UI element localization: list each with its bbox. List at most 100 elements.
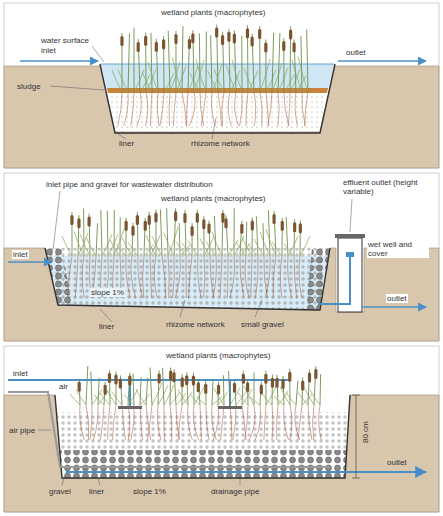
cattail-head xyxy=(144,221,147,231)
cattail-head xyxy=(158,373,161,383)
cattail-head xyxy=(114,374,117,384)
reed-leaf xyxy=(266,70,276,92)
air-pipe xyxy=(8,392,330,467)
cattail-head xyxy=(308,373,311,383)
rhizome xyxy=(138,256,143,298)
rhizome xyxy=(290,405,292,440)
part-label: rhizome network xyxy=(190,139,251,148)
rhizome xyxy=(108,405,110,440)
part-label: liner xyxy=(88,487,105,496)
reed-leaf xyxy=(214,69,224,92)
part-label: small gravel xyxy=(240,320,285,329)
well-cover xyxy=(335,234,365,238)
leader-line xyxy=(100,309,112,322)
reed-stalk xyxy=(234,208,235,256)
rhizome xyxy=(188,256,192,298)
reed-leaf xyxy=(164,73,174,92)
cattail-head xyxy=(131,226,134,236)
reed-stalk xyxy=(241,36,242,92)
reed-stalk xyxy=(246,222,248,256)
rhizome xyxy=(163,405,164,440)
reed-leaf xyxy=(136,390,146,405)
wetland-plants xyxy=(62,25,321,440)
reed-leaf xyxy=(178,389,188,405)
part-label: inlet pipe and gravel for wastewater dis… xyxy=(45,180,214,189)
rhizome xyxy=(313,405,314,440)
height-adjuster xyxy=(346,252,354,257)
part-label: 80 cm xyxy=(361,420,370,444)
reed-leaf xyxy=(70,394,80,405)
part-label: outlet xyxy=(345,48,367,57)
distribution-plate xyxy=(118,406,142,409)
rhizome xyxy=(245,256,249,298)
reed-leaf xyxy=(304,387,314,405)
cattail-head xyxy=(154,212,157,222)
reed-leaf xyxy=(86,237,96,256)
cattail-head xyxy=(264,42,267,52)
reed-stalk xyxy=(286,217,288,256)
cattail-head xyxy=(125,221,128,231)
panel-frame xyxy=(4,346,439,512)
cattail-head xyxy=(174,211,177,221)
reed-leaf xyxy=(152,236,162,256)
cattail-head xyxy=(174,34,177,44)
rhizome xyxy=(266,92,269,126)
cattail-head xyxy=(246,382,249,392)
cattail-head xyxy=(136,215,139,225)
rhizome xyxy=(145,92,147,126)
cattail-head xyxy=(251,37,254,47)
rhizome xyxy=(319,405,322,440)
cattail-head xyxy=(275,378,278,388)
cattail-head xyxy=(233,383,236,393)
rhizome xyxy=(157,92,159,126)
cattail-head xyxy=(77,218,80,228)
reed-leaf xyxy=(236,242,246,256)
rhizome xyxy=(173,256,175,298)
cattail-head xyxy=(119,378,122,388)
distribution-gravel xyxy=(45,248,72,306)
cattail-head xyxy=(264,374,267,384)
rhizome xyxy=(178,405,182,440)
reed-stalk xyxy=(133,374,134,405)
bed xyxy=(55,395,350,478)
rhizome xyxy=(93,405,98,440)
gravel xyxy=(57,412,349,450)
rhizome xyxy=(154,256,157,298)
rhizome xyxy=(187,405,192,440)
rhizome xyxy=(299,256,302,298)
cattail-head xyxy=(192,375,195,385)
rhizome xyxy=(240,92,243,126)
cattail-head xyxy=(207,224,210,234)
cattail-head xyxy=(137,42,140,52)
reed-leaf xyxy=(310,390,320,405)
leader-line xyxy=(255,300,262,317)
reed-leaf xyxy=(102,234,112,256)
cattail-head xyxy=(271,378,274,388)
reed-leaf xyxy=(190,394,200,405)
cattail-head xyxy=(197,382,200,392)
reed-stalk xyxy=(96,223,98,256)
reed-stalk xyxy=(272,33,274,92)
rhizome xyxy=(260,92,262,126)
cattail-head xyxy=(246,28,249,38)
reed-stalk xyxy=(151,33,152,92)
reed-leaf xyxy=(140,74,150,92)
reed-leaf xyxy=(212,64,222,92)
cattail-head xyxy=(281,379,284,389)
reed-leaf xyxy=(248,244,258,256)
panel-frame xyxy=(4,173,439,341)
rhizome xyxy=(140,405,143,440)
reed-leaf xyxy=(244,386,254,405)
leader-line xyxy=(38,430,51,431)
reed-leaf xyxy=(62,236,72,256)
reed-stalk xyxy=(146,378,148,405)
reed-leaf xyxy=(150,235,160,256)
dimension-tick xyxy=(352,478,360,479)
rhizome xyxy=(82,256,84,298)
cattail-head xyxy=(128,375,131,385)
rhizome xyxy=(118,92,122,126)
reed-stalk xyxy=(133,28,134,92)
reed-leaf xyxy=(164,233,174,256)
reed-stalk xyxy=(91,372,92,405)
reed-leaf xyxy=(176,241,186,256)
